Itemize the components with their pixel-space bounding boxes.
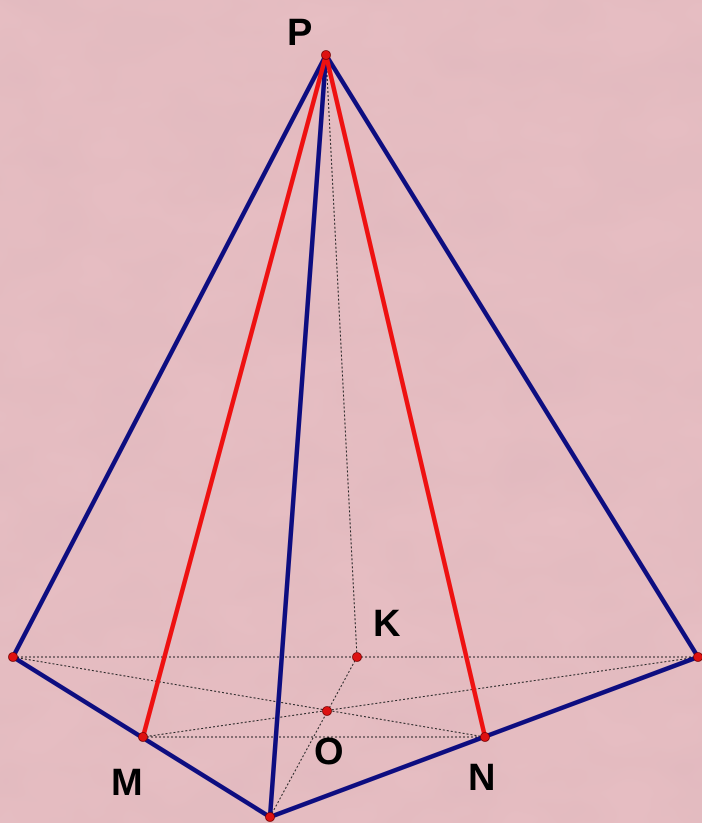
hidden-line-to-m	[142, 656, 699, 738]
label-m: M	[111, 762, 143, 804]
point-bottom-vertex	[265, 812, 275, 822]
edge-p-left	[10, 52, 329, 660]
apothems	[140, 52, 488, 740]
point-p	[321, 50, 331, 60]
point-o	[322, 706, 332, 716]
label-k: K	[373, 603, 401, 645]
label-n: N	[468, 757, 495, 799]
hidden-lines	[12, 54, 699, 818]
points	[8, 50, 702, 822]
point-left-vertex	[8, 652, 18, 662]
point-right-vertex	[693, 652, 702, 662]
label-o: O	[314, 731, 344, 773]
point-m	[138, 732, 148, 742]
edge-p-bottom	[267, 52, 329, 820]
point-k	[352, 652, 362, 662]
point-n	[480, 732, 490, 742]
label-p: P	[287, 12, 312, 54]
apothem-pm	[140, 52, 329, 740]
edge-p-right	[323, 52, 701, 660]
apothem-pn	[323, 52, 488, 740]
hidden-edge-pk	[325, 54, 358, 658]
